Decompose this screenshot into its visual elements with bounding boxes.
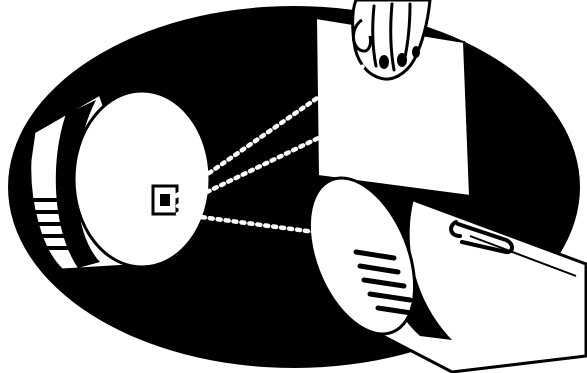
detector-sensor <box>151 184 179 216</box>
flashlight-clip <box>456 222 514 255</box>
detector-vents <box>32 198 76 250</box>
detector-sensor-inner <box>160 194 170 206</box>
hand-thumb <box>352 18 372 53</box>
detector-face <box>72 89 212 269</box>
smoke-detector-icon <box>28 89 212 272</box>
beam-to-fingers <box>173 57 375 199</box>
flashlight-grip <box>353 249 421 317</box>
beam-from-flashlight <box>175 211 333 237</box>
beam-to-paper <box>175 109 375 209</box>
finger-nails <box>379 46 420 69</box>
flashlight-clip-tip <box>449 220 462 238</box>
flashlight-highlight <box>469 235 577 277</box>
hand-icon <box>351 0 432 81</box>
flashlight-icon <box>307 176 587 373</box>
light-beam-icon <box>173 57 375 237</box>
